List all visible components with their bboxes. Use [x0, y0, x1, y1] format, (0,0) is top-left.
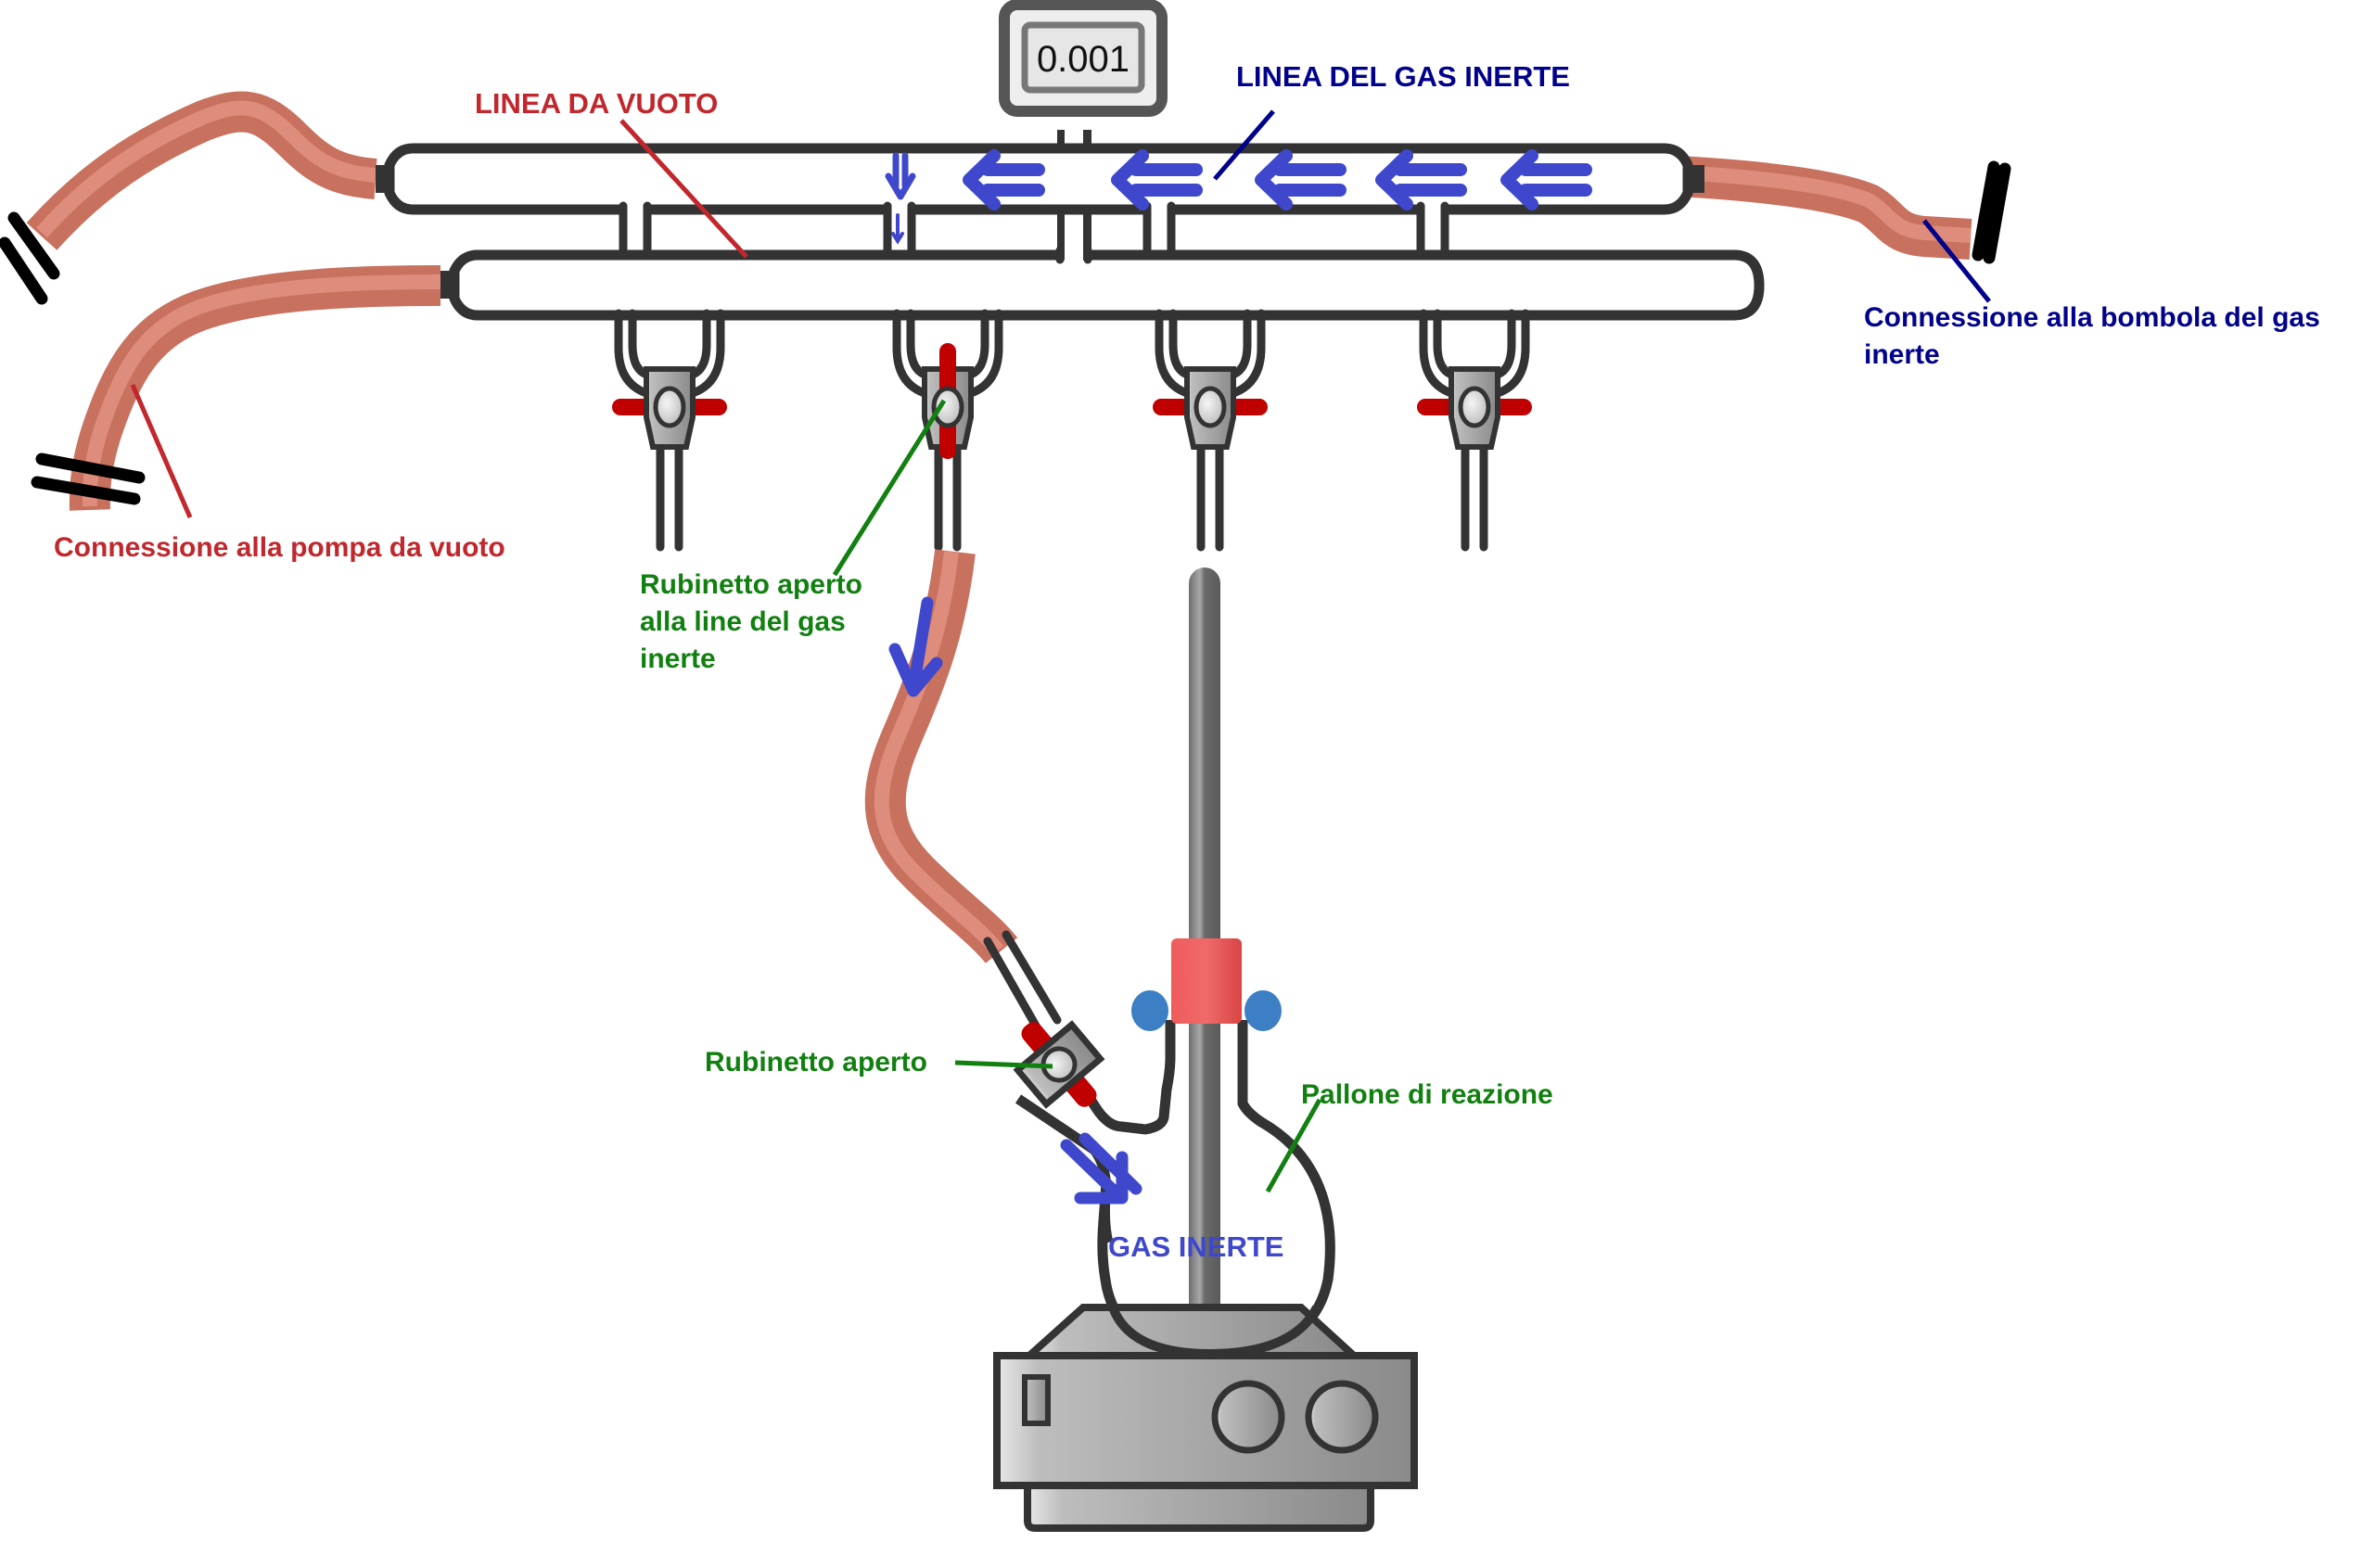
stopcock-outlet: [656, 436, 683, 552]
stopcock-outlet: [1461, 436, 1488, 552]
flow-arrow-left-3: [1255, 149, 1347, 210]
label-reaction-flask: Pallone di reazione: [1301, 1079, 1553, 1110]
clamp: [1131, 938, 1282, 1031]
stopcock-arms: [892, 309, 1003, 399]
stopcock-arms: [1155, 309, 1266, 399]
stopcock-knob-icon[interactable]: [931, 386, 964, 428]
stopcock-1[interactable]: [612, 309, 727, 552]
vacuum-pump-end: [31, 453, 146, 505]
flow-arrow-left-5: [1500, 149, 1592, 210]
label-inert-gas: GAS INERTE: [1108, 1230, 1283, 1263]
label-vacuum-line: LINEA DA VUOTO: [475, 87, 718, 120]
label-vacuum-pump-connection: Connessione alla pompa da vuoto: [54, 532, 505, 563]
vacuum-pump-hose: [69, 265, 441, 511]
stopcock-2[interactable]: [892, 309, 1003, 552]
vacuum-manifold: [440, 246, 1765, 321]
label-gas-cylinder-connection-2: inerte: [1864, 339, 1940, 370]
stopcock-4[interactable]: [1417, 309, 1532, 552]
flow-arrow-flask: [1060, 1132, 1142, 1205]
flask-connection-hose: [864, 549, 1018, 964]
pressure-gauge: 0.001: [999, 0, 1168, 264]
flow-arrow-left-1: [963, 149, 1045, 210]
gauge-reading: 0.001: [1037, 39, 1130, 80]
flow-arrow-down-small: [885, 152, 916, 200]
inert-gas-manifold: [376, 143, 1704, 215]
stopcock-arms: [614, 309, 725, 399]
gas-line-left-hose: [26, 91, 377, 250]
label-inert-gas-line: LINEA DEL GAS INERTE: [1236, 60, 1570, 93]
inert-gas-inlet-hose: [1677, 156, 1972, 260]
flow-arrow-left-2: [1111, 149, 1203, 210]
label-tap-open-to-gas-3: inerte: [640, 644, 716, 674]
stopcock-outlet: [1196, 436, 1224, 552]
flow-arrow-hose: [888, 596, 943, 697]
stopcock-3[interactable]: [1153, 309, 1268, 552]
stirrer-knob-2: [1305, 1380, 1379, 1454]
label-tap-open-to-gas-1: Rubinetto aperto: [640, 569, 862, 600]
stopcock-arms: [1419, 309, 1530, 399]
label-tap-open: Rubinetto aperto: [705, 1047, 927, 1077]
stirrer-knob-1: [1211, 1380, 1285, 1454]
flow-arrow-left-4: [1375, 149, 1467, 210]
flask-stopcock[interactable]: [1000, 1002, 1119, 1126]
stopcock-knob-icon[interactable]: [1458, 386, 1491, 428]
flow-arrow-down-thin: [891, 213, 904, 245]
stopcock-knob-icon[interactable]: [653, 386, 686, 428]
inert-gas-cylinder-end: [1972, 160, 2011, 264]
stopcock-knob-icon[interactable]: [1193, 386, 1227, 428]
gas-line-left-end: [0, 211, 60, 305]
stopcock-outlet: [934, 436, 962, 552]
stirrer-hotplate: [993, 1304, 1418, 1532]
gas-flow-arrows: [885, 149, 1592, 245]
leader-lines: [130, 109, 1991, 1193]
label-tap-open-to-gas-2: alla line del gas: [640, 606, 846, 637]
label-gas-cylinder-connection-1: Connessione alla bombola del gas: [1864, 302, 2320, 333]
